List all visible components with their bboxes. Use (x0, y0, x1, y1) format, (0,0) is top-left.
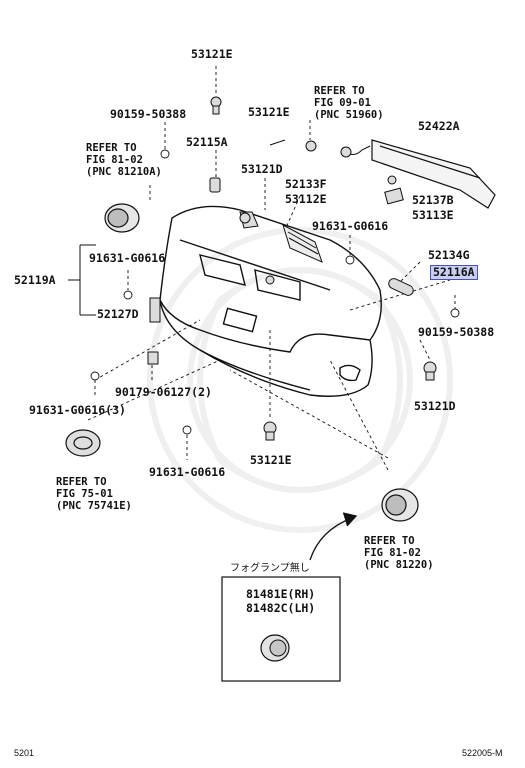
fog-lamp-left (104, 203, 140, 233)
watermark-logo (147, 227, 453, 533)
part-90179-06127[interactable]: 90179-06127(2) (115, 385, 212, 399)
washers (90, 149, 460, 435)
part-53121E-top[interactable]: 53121E (191, 47, 233, 61)
part-52137B[interactable]: 52137B (412, 193, 454, 207)
part-90159-50388-right[interactable]: 90159-50388 (418, 325, 495, 339)
part-52116A-highlighted[interactable]: 52116A (430, 265, 478, 280)
clips (147, 96, 437, 441)
leader-lines (87, 66, 456, 471)
part-91631-G0616-right[interactable]: 91631-G0616 (312, 219, 389, 233)
part-91631-G0616-left[interactable]: 91631-G0616 (89, 251, 166, 265)
part-52133F[interactable]: 52133F (285, 177, 327, 191)
part-90159-50388-top[interactable]: 90159-50388 (110, 107, 187, 121)
part-52134G[interactable]: 52134G (428, 248, 470, 262)
part-53121D-top[interactable]: 53121D (241, 162, 283, 176)
part-81482C[interactable]: 81482C(LH) (246, 601, 316, 615)
part-91631-G0616-bottom[interactable]: 91631-G0616 (149, 465, 226, 479)
part-91631-G0616-3[interactable]: 91631-G0616(3) (29, 403, 126, 417)
fog-lamp-right (381, 488, 419, 522)
footer-left: 5201 (14, 748, 35, 758)
part-53121E-mid[interactable]: 53121E (248, 105, 290, 119)
japanese-note: フォグランプ無し (230, 563, 310, 574)
ref-fig-81-02-left[interactable]: REFER TO FIG 81-02 (PNC 81210A) (86, 142, 162, 178)
grille-53112E (282, 223, 323, 263)
part-52115A[interactable]: 52115A (186, 135, 228, 149)
part-53112E[interactable]: 53112E (285, 192, 327, 206)
emblem (65, 429, 101, 457)
ref-fig-75-01[interactable]: REFER TO FIG 75-01 (PNC 75741E) (56, 476, 132, 512)
part-52127D[interactable]: 52127D (97, 307, 139, 321)
ref-fig-09-01[interactable]: REFER TO FIG 09-01 (PNC 51960) (314, 85, 384, 121)
reinforcement-52422A (371, 139, 496, 209)
arrow (309, 512, 358, 561)
part-81481E[interactable]: 81481E(RH) (246, 587, 316, 601)
part-53121E-bottom[interactable]: 53121E (250, 453, 292, 467)
part-52119A[interactable]: 52119A (14, 273, 56, 287)
footer-right: 522005-M (462, 748, 503, 758)
part-52422A[interactable]: 52422A (418, 119, 460, 133)
part-53113E[interactable]: 53113E (412, 208, 454, 222)
part-53121D-right[interactable]: 53121D (414, 399, 456, 413)
fog-cover-box (221, 576, 341, 682)
ref-fig-81-02-right[interactable]: REFER TO FIG 81-02 (PNC 81220) (364, 535, 434, 571)
